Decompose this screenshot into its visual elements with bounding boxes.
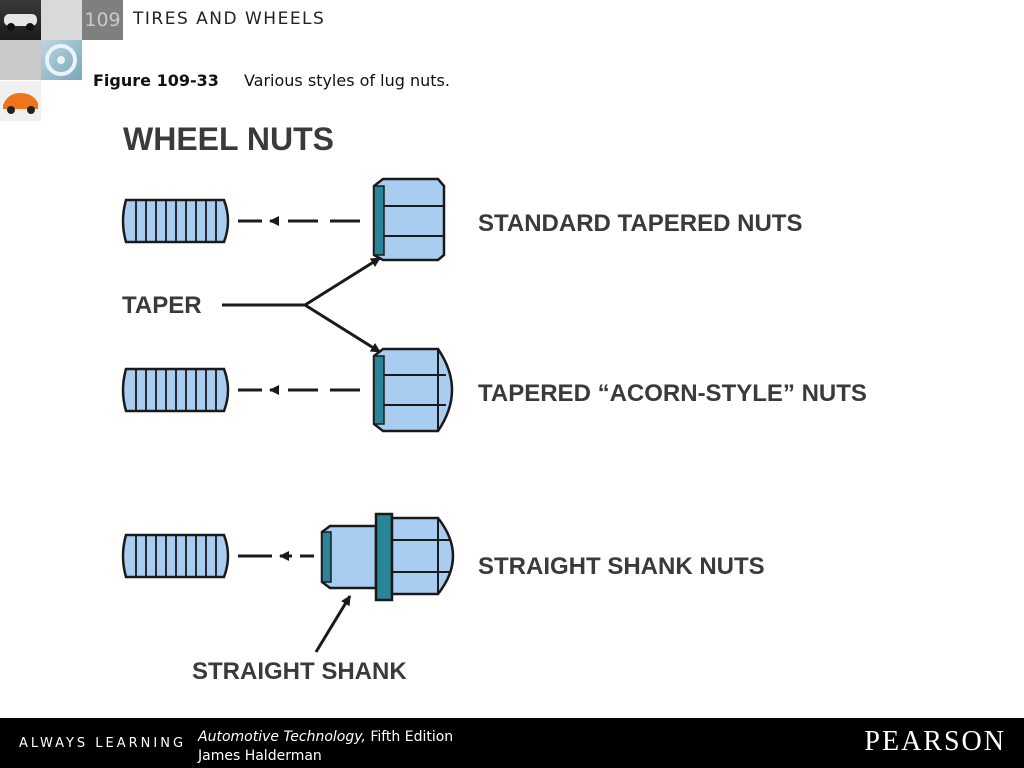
chapter-number: 109 <box>82 0 123 40</box>
shank-arrow <box>314 595 352 653</box>
always-learning-tagline: ALWAYS LEARNING <box>19 736 187 751</box>
wheel-nuts-diagram: WHEEL NUTS STANDARD TAPERED NUTS TAPER <box>121 121 867 685</box>
label-standard-tapered: STANDARD TAPERED NUTS <box>478 210 802 237</box>
stud-2 <box>121 367 230 413</box>
taper-arrow-up <box>304 256 381 307</box>
book-info: Automotive Technology, Fifth Edition Jam… <box>198 728 453 766</box>
acorn-nut <box>372 347 454 433</box>
car-thumbnail <box>0 0 41 40</box>
figure-label: Figure 109-33 <box>93 71 219 90</box>
diagram-title: WHEEL NUTS <box>123 121 334 157</box>
wheel-thumbnail <box>41 40 82 80</box>
taper-arrow-down <box>304 303 381 354</box>
standard-tapered-nut <box>372 177 446 262</box>
label-straight-shank: STRAIGHT SHANK <box>192 658 407 685</box>
chapter-title: TIRES AND WHEELS <box>133 9 326 29</box>
stud-3 <box>121 533 230 579</box>
pearson-logo: PEARSON <box>864 726 1006 757</box>
label-acorn: TAPERED “ACORN-STYLE” NUTS <box>478 380 867 407</box>
book-edition: Fifth Edition <box>365 729 454 745</box>
stud-1 <box>121 198 230 244</box>
book-title: Automotive Technology, <box>198 729 366 745</box>
figure-description: Various styles of lug nuts. <box>243 71 450 90</box>
figure-caption: Figure 109-33 Various styles of lug nuts… <box>93 71 450 90</box>
gray-thumbnail <box>0 40 41 80</box>
straight-shank-nut <box>320 512 455 602</box>
footer-bar: ALWAYS LEARNING Automotive Technology, F… <box>0 718 1024 768</box>
book-author: James Halderman <box>198 748 322 764</box>
header-gray-block <box>41 0 82 40</box>
label-straight-shank-nuts: STRAIGHT SHANK NUTS <box>478 553 765 580</box>
label-taper: TAPER <box>122 292 202 319</box>
orange-car-thumbnail <box>0 81 41 121</box>
